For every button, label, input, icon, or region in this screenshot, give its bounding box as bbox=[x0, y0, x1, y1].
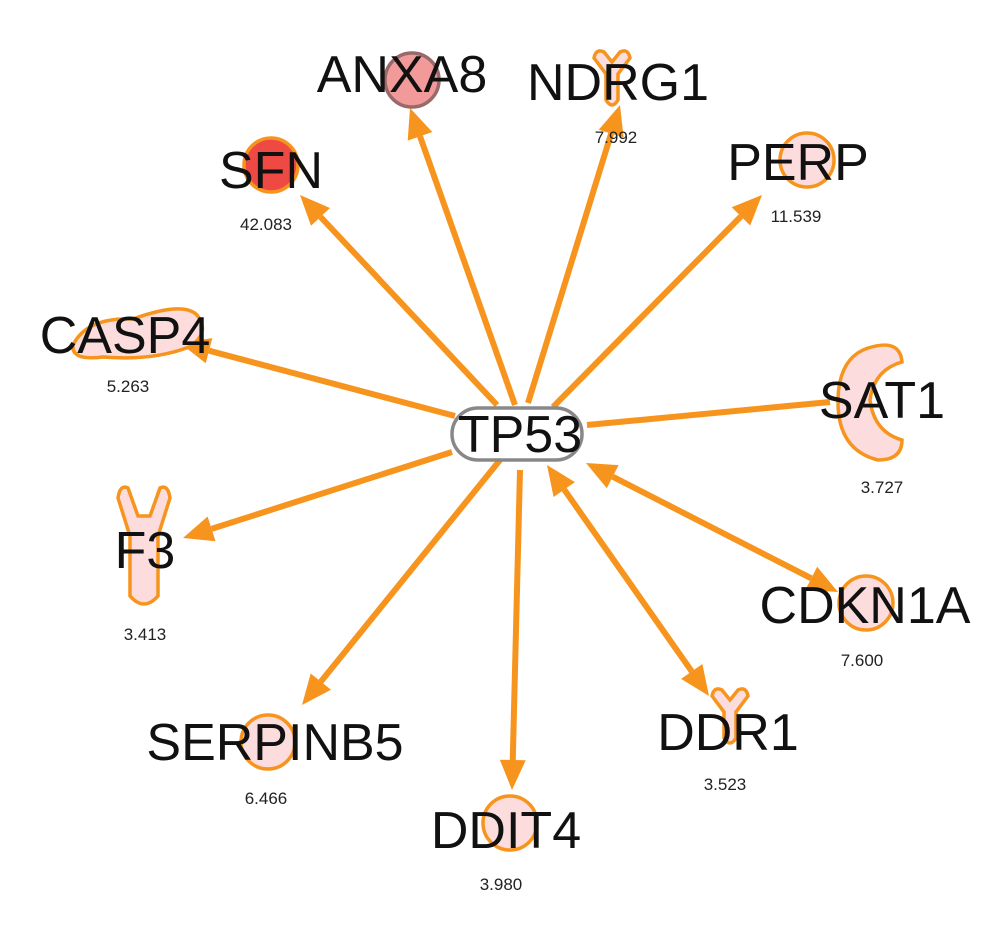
node-shape-sat1 bbox=[836, 343, 904, 462]
node-value-serpinb5: 6.466 bbox=[245, 789, 288, 808]
center-node-tp53[interactable]: TP53 bbox=[450, 406, 584, 464]
edge-line-ddr1 bbox=[561, 487, 695, 674]
node-cdkn1a[interactable]: CDKN1A 7.600 bbox=[760, 574, 971, 670]
node-value-cdkn1a: 7.600 bbox=[841, 651, 884, 670]
edge-arrowhead-ndrg1 bbox=[598, 105, 624, 138]
edge-ddit4 bbox=[499, 469, 526, 790]
node-value-sfn: 42.083 bbox=[240, 215, 292, 234]
edge-casp4 bbox=[180, 338, 456, 419]
edge-sat1 bbox=[586, 399, 831, 428]
node-label-casp4: CASP4 bbox=[40, 307, 211, 365]
edge-arrowhead-sfn bbox=[300, 195, 330, 226]
edge-ndrg1 bbox=[525, 105, 624, 404]
node-f3[interactable]: F3 3.413 bbox=[115, 485, 176, 644]
node-label-perp: PERP bbox=[727, 134, 869, 192]
node-perp[interactable]: PERP 11.539 bbox=[727, 131, 869, 226]
node-label-ddr1: DDR1 bbox=[657, 704, 799, 762]
edge-arrowhead-center-cdkn1a bbox=[586, 463, 619, 489]
edge-arrowhead-center-ddr1 bbox=[547, 465, 575, 497]
edge-arrowhead-serpinb5 bbox=[302, 673, 331, 705]
edge-line-cdkn1a bbox=[611, 473, 813, 582]
node-shape-perp bbox=[778, 131, 836, 189]
center-enzyme-shape bbox=[450, 406, 584, 462]
node-label-ndrg1: NDRG1 bbox=[527, 54, 709, 112]
edge-line-perp bbox=[550, 214, 744, 410]
node-shape-cdkn1a bbox=[837, 574, 895, 632]
center-label: TP53 bbox=[458, 406, 582, 464]
edges-layer bbox=[180, 105, 838, 790]
edge-line-anxa8 bbox=[417, 135, 518, 406]
node-shape-ddr1 bbox=[710, 687, 750, 745]
node-sat1[interactable]: SAT1 3.727 bbox=[819, 343, 945, 497]
node-shape-ndrg1 bbox=[592, 49, 632, 107]
node-shape-f3 bbox=[116, 485, 172, 606]
edge-sfn bbox=[300, 195, 500, 408]
node-value-ndrg1: 7.992 bbox=[595, 128, 638, 147]
node-label-f3: F3 bbox=[115, 522, 176, 580]
edge-serpinb5 bbox=[302, 458, 503, 705]
node-shape-serpinb5 bbox=[239, 713, 297, 771]
node-label-cdkn1a: CDKN1A bbox=[760, 577, 971, 635]
edge-line-sfn bbox=[318, 214, 500, 408]
node-serpinb5[interactable]: SERPINB5 6.466 bbox=[146, 713, 404, 808]
node-sfn[interactable]: SFN 42.083 bbox=[219, 136, 323, 234]
edge-arrowhead-perp bbox=[731, 195, 762, 226]
node-casp4[interactable]: CASP4 5.263 bbox=[40, 307, 211, 396]
edge-line-sat1 bbox=[586, 399, 831, 428]
node-value-sat1: 3.727 bbox=[861, 478, 904, 497]
node-label-serpinb5: SERPINB5 bbox=[146, 714, 403, 772]
node-label-sat1: SAT1 bbox=[819, 372, 945, 430]
node-shape-anxa8 bbox=[383, 51, 441, 109]
edge-line-ndrg1 bbox=[525, 132, 615, 404]
node-value-casp4: 5.263 bbox=[107, 377, 150, 396]
node-ndrg1[interactable]: NDRG1 7.992 bbox=[527, 49, 709, 147]
edge-arrowhead-cdkn1a bbox=[805, 566, 838, 592]
node-label-ddit4: DDIT4 bbox=[431, 802, 581, 860]
edge-line-serpinb5 bbox=[318, 458, 503, 684]
edge-arrowhead-anxa8 bbox=[407, 108, 433, 141]
node-value-f3: 3.413 bbox=[124, 625, 167, 644]
node-shape-sfn bbox=[242, 136, 300, 194]
edge-anxa8 bbox=[407, 108, 518, 406]
node-ddr1[interactable]: DDR1 3.523 bbox=[657, 687, 799, 794]
edge-line-casp4 bbox=[208, 347, 456, 419]
node-value-ddr1: 3.523 bbox=[704, 775, 747, 794]
node-shape-ddit4 bbox=[481, 794, 539, 852]
node-shape-casp4 bbox=[71, 307, 205, 360]
edge-ddr1 bbox=[547, 465, 709, 696]
edge-line-f3 bbox=[210, 449, 453, 532]
edge-perp bbox=[550, 195, 762, 410]
node-label-sfn: SFN bbox=[219, 142, 323, 200]
edge-line-ddit4 bbox=[509, 469, 523, 761]
node-ddit4[interactable]: DDIT4 3.980 bbox=[431, 794, 581, 894]
node-value-perp: 11.539 bbox=[771, 207, 822, 226]
edge-arrowhead-ddr1 bbox=[681, 664, 709, 696]
edge-f3 bbox=[183, 449, 453, 542]
edge-arrowhead-f3 bbox=[183, 516, 216, 542]
edge-arrowhead-ddit4 bbox=[499, 759, 526, 790]
node-label-anxa8: ANXA8 bbox=[317, 46, 488, 104]
node-value-ddit4: 3.980 bbox=[480, 875, 523, 894]
node-anxa8[interactable]: ANXA8 bbox=[317, 46, 488, 109]
edge-cdkn1a bbox=[586, 463, 838, 592]
